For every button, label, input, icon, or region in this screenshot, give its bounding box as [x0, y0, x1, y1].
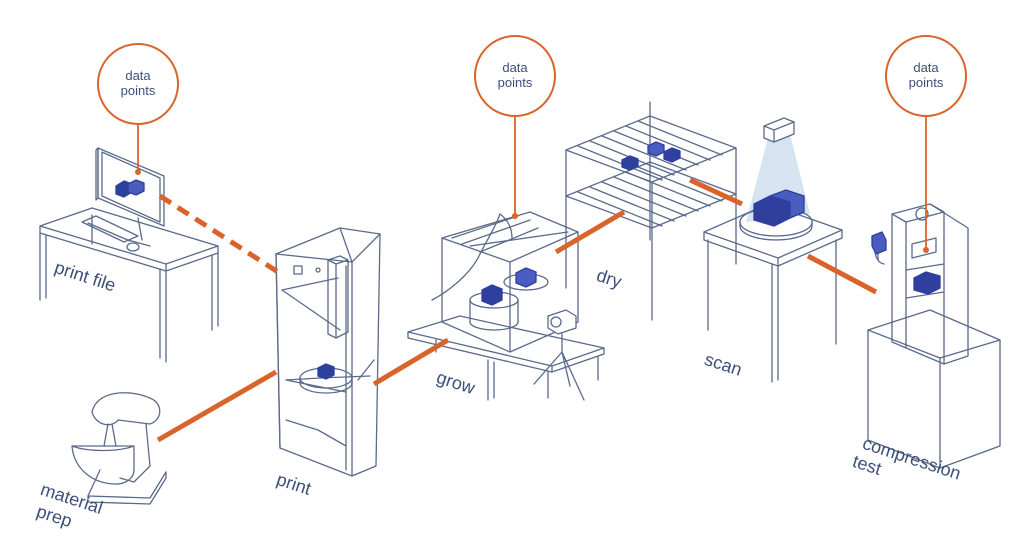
data-points-label-1-line1: data	[125, 68, 151, 83]
connector-print-grow	[372, 337, 450, 387]
connector-scan-test	[806, 253, 878, 295]
printer	[275, 227, 381, 477]
data-points-dot-1	[135, 169, 141, 175]
data-points-label-1: data points	[93, 68, 183, 98]
stand-mixer	[71, 392, 167, 505]
data-points-label-3: data points	[881, 60, 971, 90]
printer-sample	[317, 363, 335, 380]
data-points-label-3-line2: points	[908, 75, 944, 90]
data-points-label-2: data points	[470, 60, 560, 90]
data-points-dot-3	[923, 247, 929, 253]
scanner	[703, 117, 843, 383]
data-points-label-3-line1: data	[913, 60, 939, 75]
connector-file-print	[158, 193, 280, 275]
grow-samples	[481, 267, 537, 306]
connector-prep-print	[156, 369, 278, 443]
monitor-sample	[115, 179, 145, 198]
press-sample	[871, 231, 941, 295]
data-points-label-1-line2: points	[120, 83, 156, 98]
camera-tripod	[533, 309, 585, 401]
scan-sample	[753, 189, 805, 227]
connector-dry-scan	[688, 177, 744, 207]
data-points-label-2-line2: points	[497, 75, 533, 90]
data-points-label-2-line1: data	[502, 60, 528, 75]
data-points-dot-2	[512, 213, 518, 219]
compression-press	[867, 203, 1001, 469]
drying-rack	[565, 101, 737, 321]
dry-samples	[621, 141, 681, 171]
desk-with-monitor	[39, 147, 219, 363]
grow-chamber	[407, 211, 605, 401]
connector-grow-dry	[554, 209, 626, 255]
